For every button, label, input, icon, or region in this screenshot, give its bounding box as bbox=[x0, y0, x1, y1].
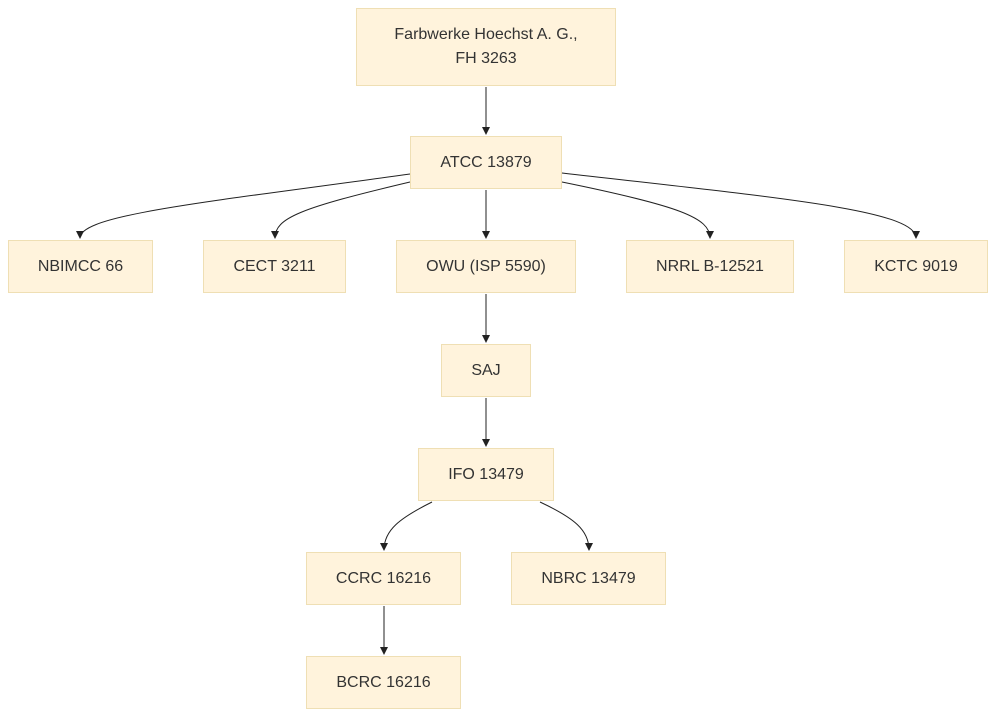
edge-atcc-to-nbimcc bbox=[76, 173, 411, 239]
node-ccrc-16216: CCRC 16216 bbox=[306, 552, 461, 605]
node-farbwerke-hoechst: Farbwerke Hoechst A. G., FH 3263 bbox=[356, 8, 616, 86]
node-kctc-9019: KCTC 9019 bbox=[844, 240, 988, 293]
node-atcc-13879: ATCC 13879 bbox=[410, 136, 562, 189]
node-saj: SAJ bbox=[441, 344, 531, 397]
node-owu-isp-5590: OWU (ISP 5590) bbox=[396, 240, 576, 293]
node-ifo-13479: IFO 13479 bbox=[418, 448, 554, 501]
edge-ifo-to-ccrc bbox=[380, 501, 433, 551]
node-nbrc-13479: NBRC 13479 bbox=[511, 552, 666, 605]
edge-ifo-to-nbrc bbox=[539, 501, 593, 551]
edge-atcc-to-cect bbox=[271, 181, 411, 239]
node-bcrc-16216: BCRC 16216 bbox=[306, 656, 461, 709]
node-nbimcc-66: NBIMCC 66 bbox=[8, 240, 153, 293]
node-nrrl-b-12521: NRRL B-12521 bbox=[626, 240, 794, 293]
edge-atcc-to-nrrl bbox=[561, 181, 714, 239]
edge-atcc-to-kctc bbox=[561, 172, 920, 239]
node-cect-3211: CECT 3211 bbox=[203, 240, 346, 293]
